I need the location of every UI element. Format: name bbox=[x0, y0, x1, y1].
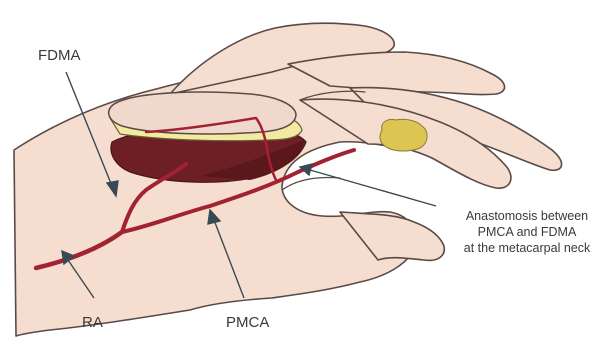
label-fdma: FDMA bbox=[38, 47, 81, 64]
hand-illustration bbox=[14, 23, 562, 336]
label-anastomosis-line1: Anastomosis between bbox=[466, 209, 588, 223]
skin-paddle bbox=[109, 92, 296, 134]
palm-crease bbox=[282, 178, 340, 191]
label-pmca: PMCA bbox=[226, 314, 269, 331]
flap bbox=[109, 92, 306, 182]
defect-patch bbox=[380, 119, 427, 151]
anastomosis-arrowhead bbox=[300, 164, 312, 175]
label-anastomosis-line2: PMCA and FDMA bbox=[478, 225, 577, 239]
label-ra: RA bbox=[82, 314, 103, 331]
label-anastomosis-line3: at the metacarpal neck bbox=[464, 241, 591, 255]
anastomosis-leader bbox=[310, 170, 436, 206]
